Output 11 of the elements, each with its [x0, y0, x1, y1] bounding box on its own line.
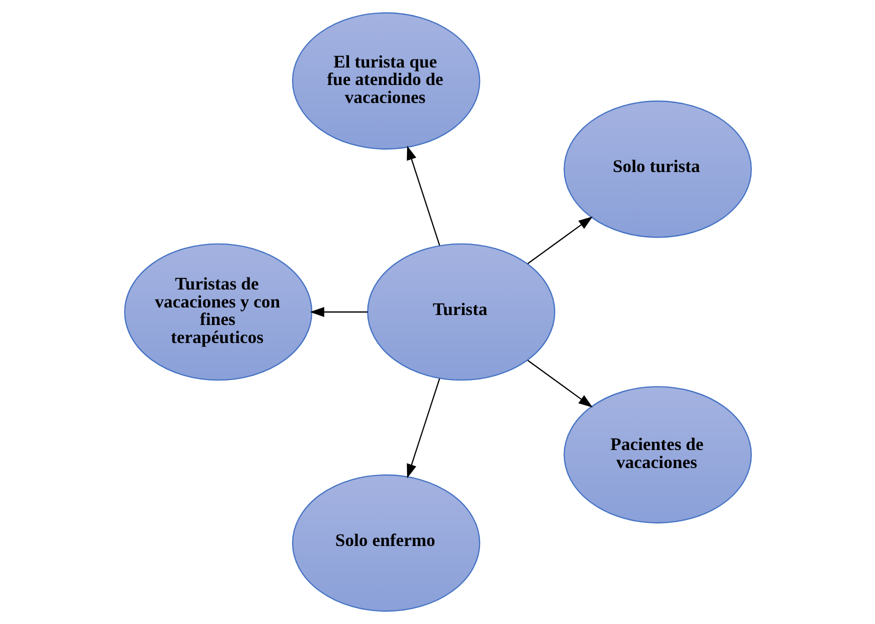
arrow — [310, 307, 368, 317]
arrow — [526, 360, 592, 408]
arrow — [406, 146, 440, 246]
node-ellipse: Solo enfermo — [292, 474, 480, 612]
node-ellipse: Pacientes de vacaciones — [563, 386, 752, 524]
node-ellipse: Solo turista — [563, 100, 752, 238]
node-ellipse: Turista — [366, 243, 555, 381]
arrow — [406, 378, 440, 478]
arrow — [526, 216, 592, 264]
node-ellipse: Turistas de vacaciones y con fines terapéuticos — [124, 243, 312, 381]
node-ellipse: El turista que fue atendido de vacaciones — [292, 12, 480, 150]
